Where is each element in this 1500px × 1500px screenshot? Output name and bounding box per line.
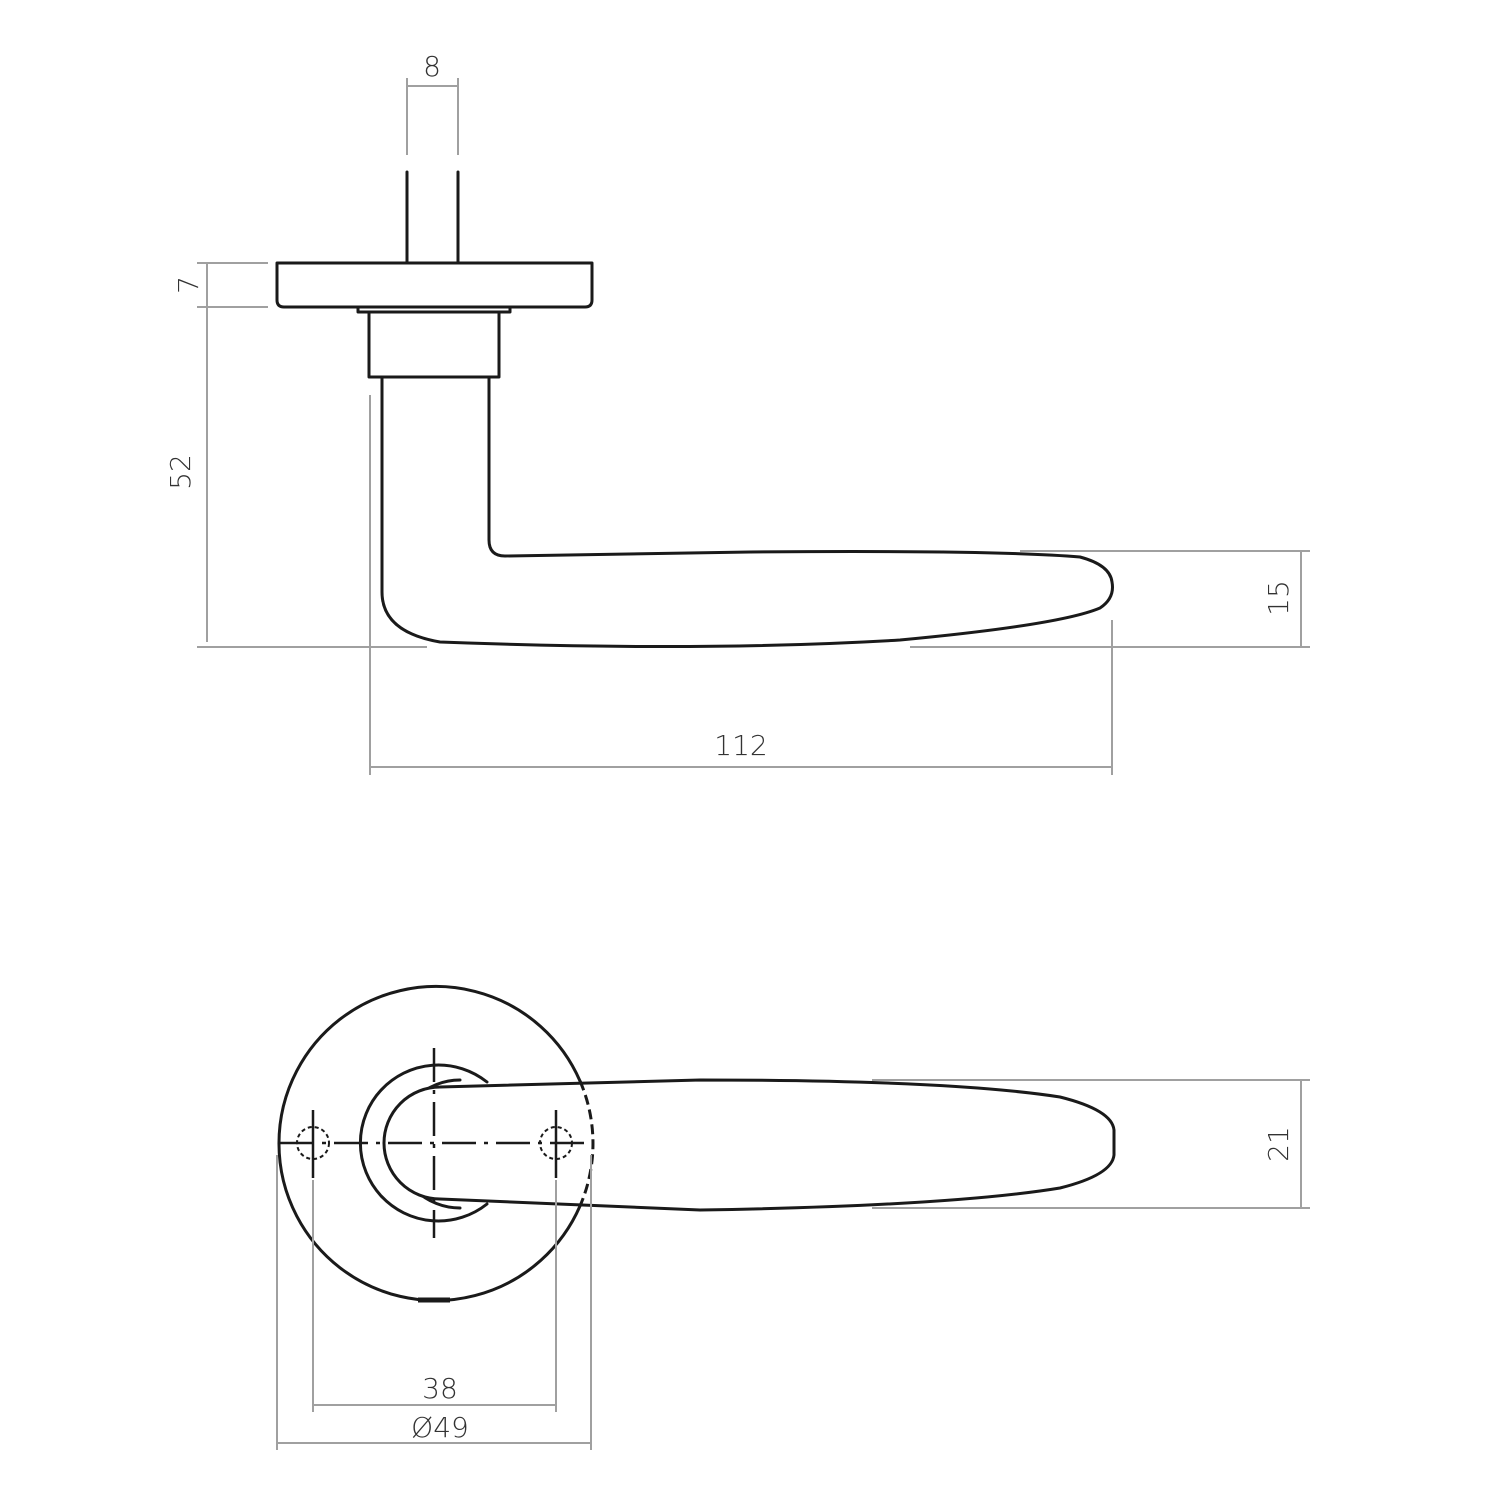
lever-side-profile — [380, 375, 1114, 649]
rose-hidden-overlay — [578, 1080, 595, 1207]
spindle — [405, 170, 460, 265]
dimension-rose-thickness: 7 — [172, 262, 268, 308]
dim-label-52: 52 — [164, 454, 197, 490]
screw-hole-right — [539, 1126, 573, 1160]
dimension-handle-projection: 52 — [164, 307, 427, 648]
dimension-handle-length: 112 — [369, 395, 1113, 775]
dim-label-8: 8 — [423, 50, 441, 83]
dim-label-diameter-49: Ø49 — [411, 1411, 469, 1444]
dimension-grip-width: 21 — [872, 1079, 1310, 1209]
dim-label-112: 112 — [714, 729, 767, 762]
dim-label-38: 38 — [422, 1372, 458, 1405]
dimension-screw-spacing: 38 — [312, 1180, 557, 1412]
front-view: 21 38 Ø49 — [276, 985, 1310, 1450]
dim-label-7: 7 — [172, 276, 205, 294]
dim-label-15: 15 — [1262, 580, 1295, 616]
dimension-spindle-width: 8 — [406, 50, 459, 155]
side-view: 8 7 52 15 112 — [164, 50, 1310, 775]
rose-plate — [275, 261, 594, 309]
screw-hole-left — [296, 1126, 330, 1160]
centerlines — [280, 1048, 590, 1238]
dim-label-21: 21 — [1262, 1126, 1295, 1162]
dimension-rose-diameter: Ø49 — [276, 1155, 592, 1450]
dimension-grip-height: 15 — [910, 550, 1310, 648]
rose-outline — [277, 985, 582, 1302]
lever-front-profile — [382, 1078, 1116, 1212]
neck-collar — [367, 310, 501, 379]
